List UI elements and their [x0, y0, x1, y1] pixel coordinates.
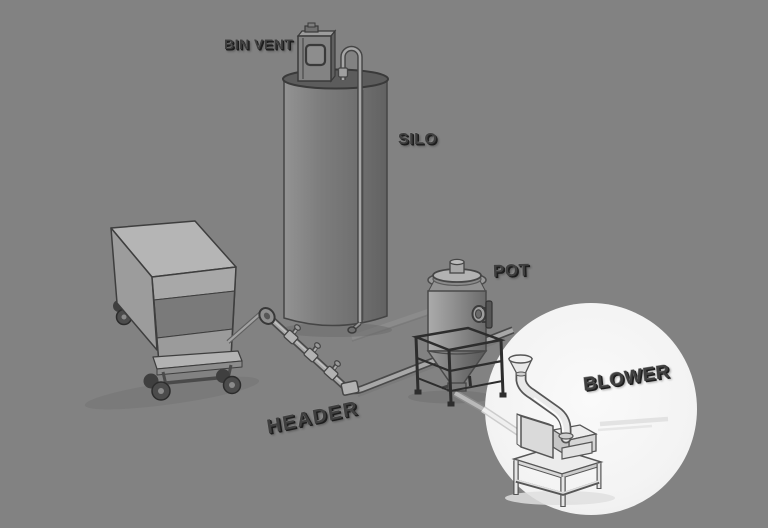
blower-pipe-collar — [558, 432, 574, 440]
pot-stand-mid-rails — [416, 356, 503, 373]
pot-side-stub — [485, 300, 493, 329]
trailer-platform-edge — [156, 360, 243, 376]
header-coupling — [323, 360, 341, 381]
label-silo: SILO — [398, 131, 438, 148]
label-pot: POT — [492, 260, 530, 281]
blower-box-slab — [561, 441, 593, 460]
blower-panel — [516, 413, 554, 460]
pot-group — [426, 258, 493, 392]
trailer-shadow — [84, 376, 260, 410]
fill-pipe-base-flange — [347, 326, 357, 334]
fill-pipe-body — [341, 47, 362, 322]
bin-vent-clamp-knob — [307, 22, 316, 28]
silo-body — [283, 79, 388, 327]
trailer-front-face — [110, 227, 158, 351]
wheel-hub — [158, 388, 164, 394]
pot-stand — [411, 326, 507, 407]
silo-fill-pipe — [337, 45, 364, 334]
pot-cap-top — [449, 258, 465, 266]
pot-stand-leg — [447, 349, 453, 404]
blower-pipe-highlight — [533, 397, 564, 433]
discharge-pipe-gray — [454, 391, 484, 411]
bin-vent-access-panel — [304, 43, 327, 67]
blower-group — [507, 354, 604, 507]
pot-stand-foot — [414, 389, 422, 395]
blower-legs — [513, 461, 602, 507]
pot-stand-rear-leg — [468, 375, 472, 387]
pot-stand-leg — [414, 336, 420, 392]
discharge-pipe — [453, 389, 521, 436]
blower-intake-filter — [507, 354, 534, 377]
blower-stand — [511, 446, 604, 507]
truck-hose — [227, 312, 262, 343]
fill-pipe-coupling — [337, 67, 349, 78]
label-bin-vent: BIN VENT — [224, 36, 294, 52]
blower-pipe — [515, 367, 574, 444]
silo-shadow — [280, 323, 392, 337]
header-elbow-sleeve — [340, 380, 360, 396]
wheel-hub — [229, 382, 235, 388]
spotlight-floor-shadow — [597, 424, 653, 432]
blower-stand-shadow — [505, 491, 615, 505]
header-coupling — [303, 342, 321, 363]
bin-vent-group — [296, 22, 337, 83]
spotlight-floor-shadow — [599, 416, 669, 427]
pot-stand-foot — [499, 392, 507, 398]
pot-stand-foot — [447, 401, 455, 407]
header-group — [258, 307, 515, 396]
pot-cone-seam — [427, 350, 487, 355]
wheel-hub — [121, 314, 127, 320]
header-coupling — [283, 324, 301, 345]
pot-stand-low-rails — [417, 377, 503, 393]
pot-sight-port-glass — [475, 309, 482, 319]
intake-funnel-top — [508, 354, 533, 364]
bulk-trailer — [84, 220, 260, 410]
pot-cone — [426, 350, 488, 385]
intake-funnel-neck — [515, 371, 527, 377]
blower-panel-face — [520, 414, 554, 460]
pot-stub-bracket — [482, 307, 486, 323]
silo-group — [280, 68, 392, 337]
header-flange-bore — [263, 312, 271, 320]
pot-stand-leg — [499, 339, 505, 395]
blower-pipe-body — [517, 369, 570, 442]
discharge-pipe-white — [481, 407, 521, 435]
